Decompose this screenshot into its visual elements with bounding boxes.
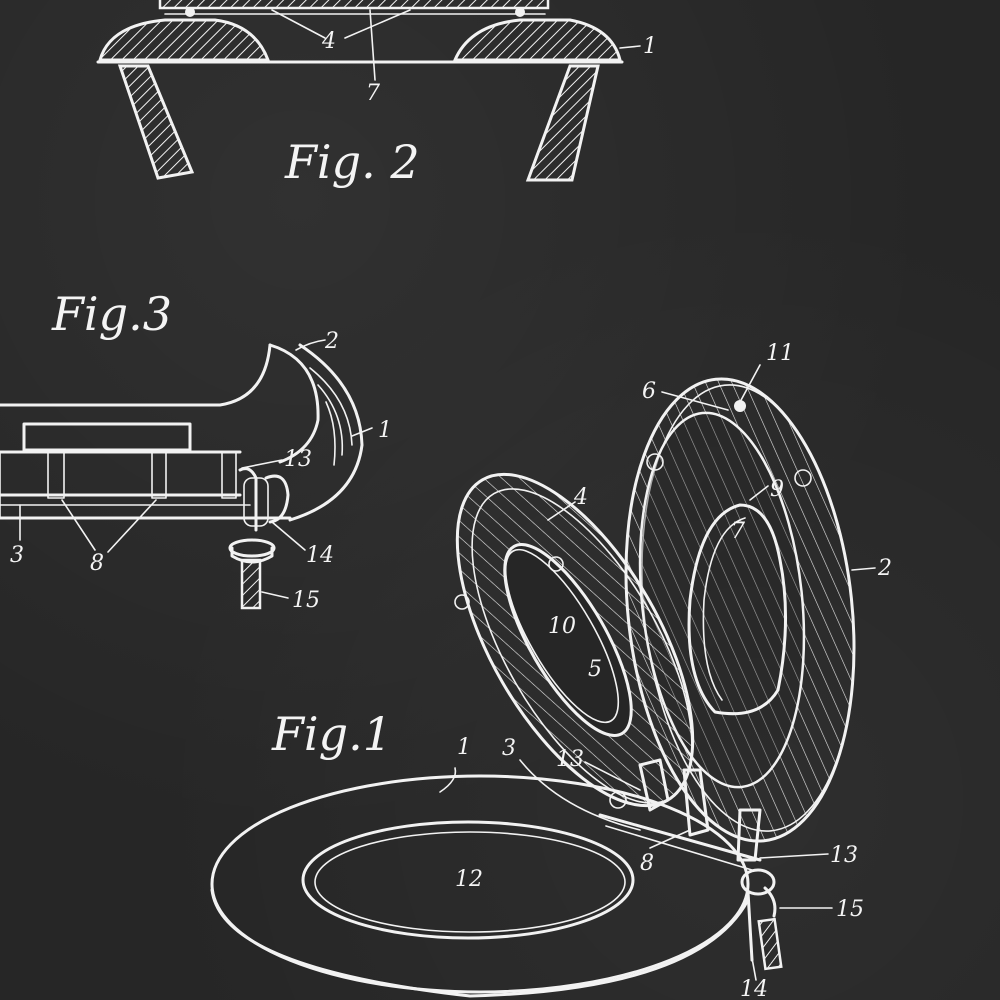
fig1-ref-14: 14: [740, 977, 768, 1000]
fig1-ref-4: 4: [573, 485, 588, 510]
fig2-title: Fig. 2: [284, 135, 420, 189]
fig1-ref-12: 12: [455, 867, 483, 892]
fig1-ref-1: 1: [457, 735, 471, 760]
fig3-hinge-detail: [0, 339, 373, 610]
fig3-ref-13: 13: [284, 447, 312, 472]
fig1-ref-10: 10: [548, 614, 576, 639]
fig1-title: Fig.1: [271, 707, 392, 761]
fig1-ref-9: 9: [770, 477, 784, 502]
fig1-ref-7: 7: [731, 519, 745, 544]
fig2-ref-7: 7: [366, 81, 380, 106]
fig1-ref-13-lower: 13: [830, 843, 858, 868]
fig1-ref-6: 6: [642, 379, 656, 404]
fig1-ref-8: 8: [640, 851, 654, 876]
fig2-cross-section: [96, 0, 641, 182]
fig3-ref-14: 14: [306, 543, 334, 568]
fig3-ref-8: 8: [90, 551, 104, 576]
fig3-ref-15: 15: [292, 588, 320, 613]
fig2-ref-1: 1: [643, 34, 657, 59]
fig3-title: Fig.3: [51, 287, 172, 341]
fig1-ref-11: 11: [766, 341, 794, 366]
fig1-ref-2: 2: [877, 556, 892, 581]
fig2-ref-4: 4: [321, 29, 336, 54]
fig1-ref-15: 15: [836, 897, 864, 922]
fig3-ref-2: 2: [324, 329, 339, 354]
fig1-ref-3: 3: [502, 736, 516, 761]
fig1-ref-5: 5: [588, 657, 602, 682]
fig1-ref-13-upper: 13: [556, 747, 584, 772]
fig1-toilet-seat: [210, 364, 876, 998]
fig3-ref-1: 1: [378, 418, 392, 443]
fig3-ref-3: 3: [10, 543, 24, 568]
